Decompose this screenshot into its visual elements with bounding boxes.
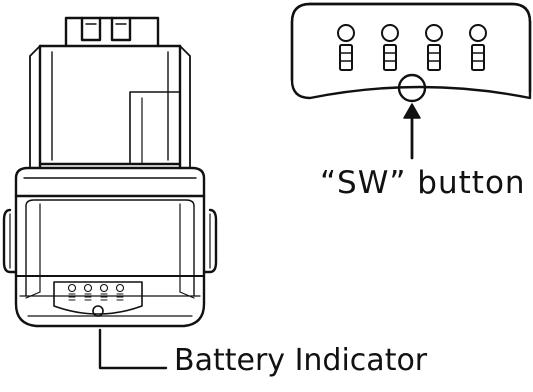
battery-lower-body bbox=[2, 166, 218, 328]
indicator-led-2 bbox=[381, 24, 399, 71]
battery-indicator-leader bbox=[98, 328, 168, 370]
indicator-panel-enlarged bbox=[290, 2, 532, 103]
battery-upper-body bbox=[29, 44, 191, 170]
indicator-led-4 bbox=[469, 24, 487, 71]
sw-button bbox=[397, 73, 427, 103]
battery-indicator-leds bbox=[67, 283, 125, 301]
sw-button-arrow bbox=[403, 103, 421, 160]
battery-connector bbox=[64, 16, 160, 48]
battery-pack bbox=[2, 16, 218, 328]
indicator-led-3 bbox=[425, 24, 443, 71]
battery-indicator-panel bbox=[53, 281, 143, 317]
battery-sw-button bbox=[92, 305, 104, 317]
sw-button-label: “SW” button bbox=[320, 165, 526, 201]
battery-indicator-label: Battery Indicator bbox=[174, 343, 428, 378]
indicator-led-1 bbox=[337, 24, 355, 71]
